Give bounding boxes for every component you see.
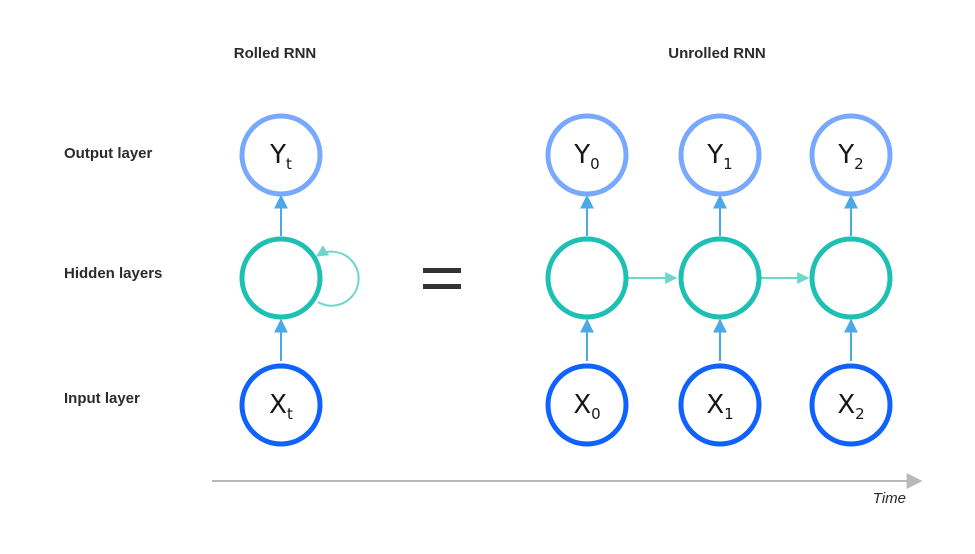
- node-letter: X: [706, 390, 724, 420]
- node-subscript: 1: [724, 405, 734, 423]
- node-letter: X: [573, 390, 591, 420]
- hidden-node-1: [678, 236, 762, 320]
- output-node-2: Y2: [809, 113, 893, 197]
- node-letter: Y: [269, 140, 286, 170]
- input-ring: [678, 363, 762, 447]
- hidden-node-0: [545, 236, 629, 320]
- node-subscript: 0: [590, 155, 600, 173]
- input-ring: [809, 363, 893, 447]
- node-subscript: 1: [723, 155, 733, 173]
- input-ring: [545, 363, 629, 447]
- node-subscript: 2: [855, 405, 865, 423]
- equals-sign: [423, 268, 461, 289]
- svg-text:Xt: Xt: [269, 390, 293, 423]
- svg-text:X0: X0: [573, 390, 600, 423]
- hidden-node-2: [809, 236, 893, 320]
- input-ring: [239, 363, 323, 447]
- output-layer-label: Output layer: [64, 145, 153, 162]
- unrolled-rnn-title: Unrolled RNN: [668, 45, 766, 62]
- node-letter: X: [837, 390, 855, 420]
- rolled-rnn: Yt Xt: [239, 113, 360, 447]
- output-ring: [239, 113, 323, 197]
- output-node-0: Y0: [545, 113, 629, 197]
- time-axis-label: Time: [873, 490, 906, 507]
- svg-text:Yt: Yt: [269, 140, 292, 173]
- svg-text:X2: X2: [837, 390, 864, 423]
- node-subscript: 0: [591, 405, 601, 423]
- node-subscript: t: [287, 405, 293, 423]
- recurrent-loop-arrow: [315, 245, 360, 307]
- node-subscript: t: [286, 155, 292, 173]
- rolled-input-node: Xt: [239, 363, 323, 447]
- node-letter: Y: [706, 140, 723, 170]
- svg-text:Y0: Y0: [573, 140, 599, 173]
- rolled-hidden-node: [239, 236, 323, 320]
- node-letter: X: [269, 390, 287, 420]
- svg-text:X1: X1: [706, 390, 733, 423]
- input-node-1: X1: [678, 363, 762, 447]
- output-ring: [809, 113, 893, 197]
- node-subscript: 2: [854, 155, 864, 173]
- unrolled-rnn: Y0 Y1 Y2 X0 X1: [545, 113, 893, 447]
- output-ring: [545, 113, 629, 197]
- output-ring: [678, 113, 762, 197]
- output-node-1: Y1: [678, 113, 762, 197]
- svg-text:Y2: Y2: [837, 140, 863, 173]
- node-letter: Y: [573, 140, 590, 170]
- input-layer-label: Input layer: [64, 390, 140, 407]
- input-node-0: X0: [545, 363, 629, 447]
- svg-text:Y1: Y1: [706, 140, 732, 173]
- input-node-2: X2: [809, 363, 893, 447]
- hidden-layers-label: Hidden layers: [64, 265, 162, 282]
- rolled-rnn-title: Rolled RNN: [234, 45, 317, 62]
- rolled-output-node: Yt: [239, 113, 323, 197]
- node-letter: Y: [837, 140, 854, 170]
